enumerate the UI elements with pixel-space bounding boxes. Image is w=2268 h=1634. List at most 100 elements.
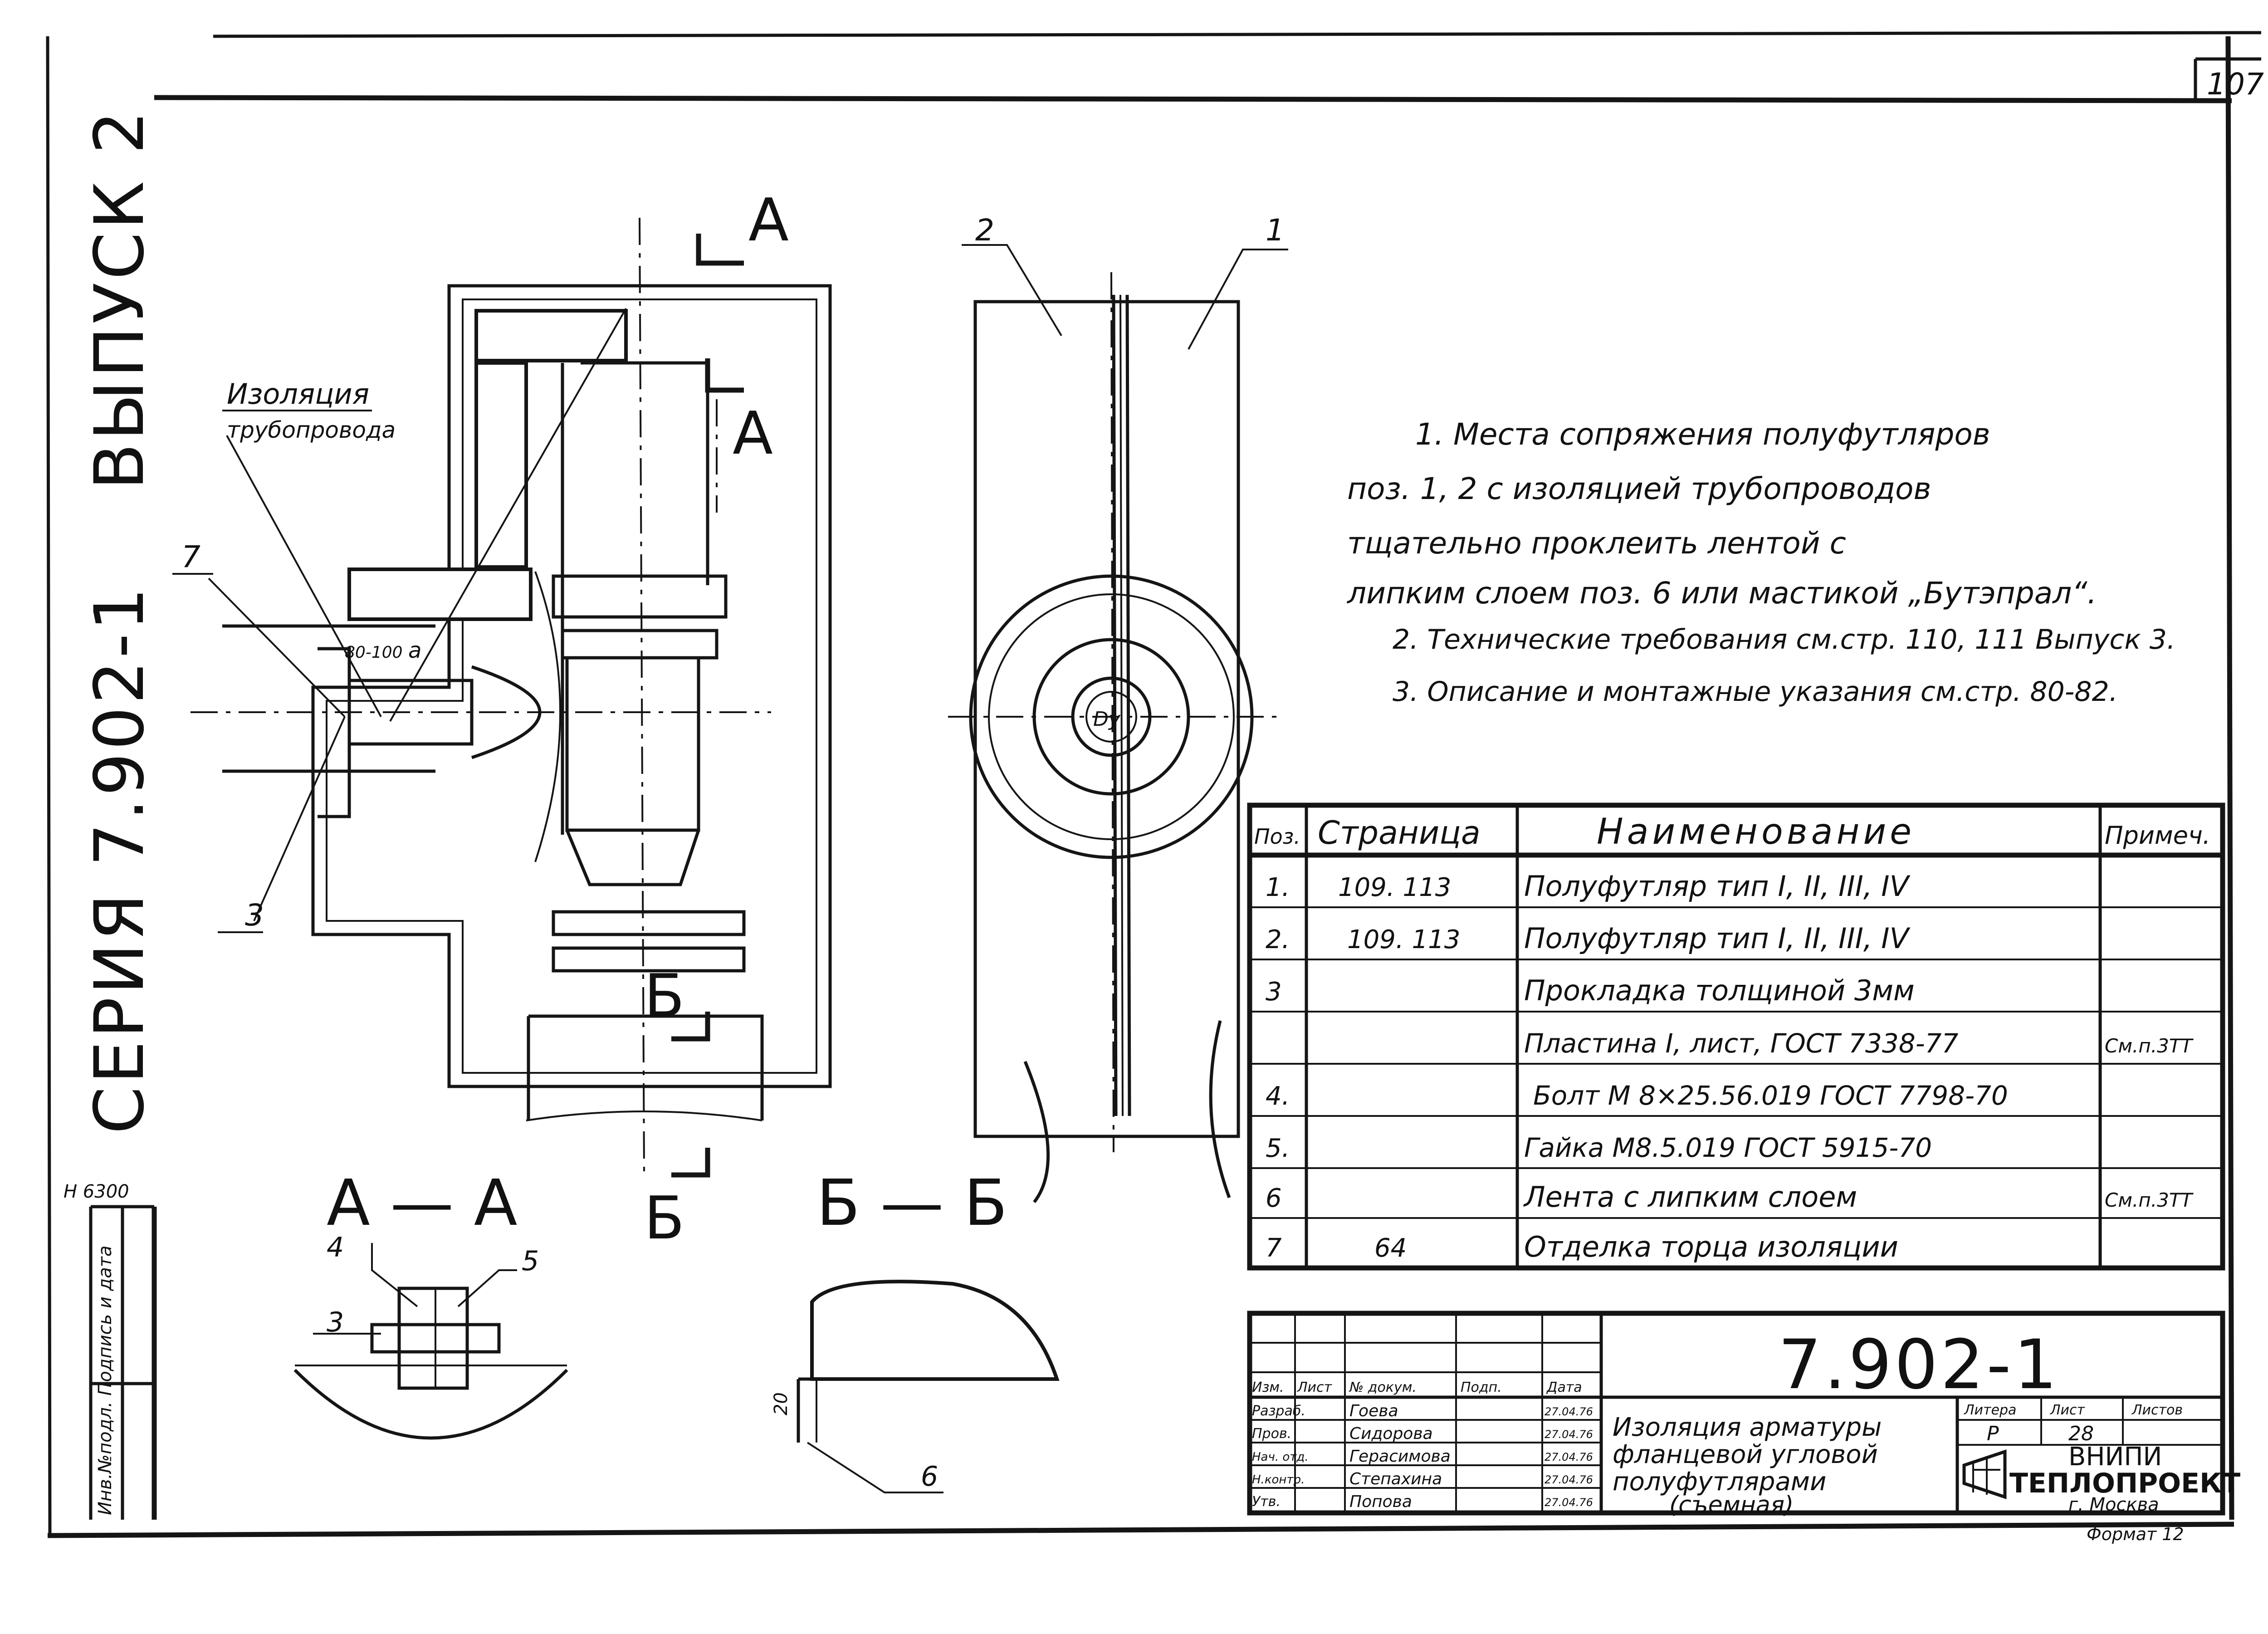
svg-text:Степахина: Степахина <box>1349 1470 1442 1488</box>
svg-text:Болт М 8×25.56.019 ГОСТ 7798-7: Болт М 8×25.56.019 ГОСТ 7798-70 <box>1533 1080 2008 1111</box>
svg-text:2.: 2. <box>1266 925 1290 954</box>
svg-text:Н.контр.: Н.контр. <box>1252 1473 1305 1487</box>
position-7-label: 7 <box>181 539 200 574</box>
sheet-value: 28 <box>2068 1422 2094 1445</box>
svg-text:См.п.3ТТ: См.п.3ТТ <box>2105 1035 2194 1057</box>
table-row: 1. 109. 113 Полуфутляр тип I, II, III, I… <box>1266 870 1911 903</box>
position-3-label-section: 3 <box>327 1306 344 1338</box>
tb-header-izm: Изм. <box>1252 1380 1284 1395</box>
svg-text:1.: 1. <box>1266 873 1290 902</box>
position-5-label: 5 <box>522 1245 539 1277</box>
side-strip: СЕРИЯ 7.902-1 ВЫПУСК 2 Н 6300 Инв.№подл.… <box>64 108 159 1520</box>
org-logo-icon <box>1962 1449 2007 1499</box>
spec-header-pos: Поз. <box>1254 824 1300 849</box>
section-a-mark-top: А <box>748 186 789 254</box>
title-line-3: полуфутлярами <box>1613 1467 1826 1497</box>
dimension-a: а <box>408 638 421 663</box>
insulation-callout-line2: трубопровода <box>227 417 396 443</box>
svg-text:Гайка М8.5.019 ГОСТ 5915-70: Гайка М8.5.019 ГОСТ 5915-70 <box>1524 1132 1932 1163</box>
table-row: 3 Прокладка толщиной 3мм <box>1266 974 1915 1007</box>
staff-row: Утв. Попова 27.04.76 <box>1252 1492 1593 1511</box>
staff-row: Пров. Сидорова 27.04.76 <box>1252 1424 1593 1443</box>
svg-text:Нач. отд.: Нач. отд. <box>1252 1450 1309 1464</box>
note-line-5: 2. Технические требования см.стр. 110, 1… <box>1393 624 2175 656</box>
sheet-frame: 107 <box>46 31 2264 1538</box>
title-line-1: Изоляция арматуры <box>1613 1413 1882 1442</box>
svg-text:4.: 4. <box>1266 1081 1290 1111</box>
svg-text:27.04.76: 27.04.76 <box>1545 1473 1593 1486</box>
front-view: А А Б Б Изоляция трубопровода 7 3 80-100… <box>172 186 832 1252</box>
section-b-mark-bottom: Б <box>644 1184 684 1252</box>
position-4-label: 4 <box>327 1232 344 1263</box>
svg-text:3: 3 <box>1266 977 1282 1007</box>
svg-text:27.04.76: 27.04.76 <box>1545 1451 1593 1463</box>
table-row: 2. 109. 113 Полуфутляр тип I, II, III, I… <box>1266 922 1911 955</box>
sheets-label: Листов <box>2131 1402 2183 1418</box>
staff-row: Нач. отд. Герасимова 27.04.76 <box>1252 1447 1593 1466</box>
spec-header-name: Наименование <box>1597 812 1915 852</box>
sheet-number: 107 <box>2207 67 2264 102</box>
document-code: 7.902-1 <box>1778 1326 2060 1404</box>
svg-text:5.: 5. <box>1266 1134 1290 1163</box>
note-line-2: поз. 1, 2 с изоляцией трубопроводов <box>1347 471 1931 506</box>
svg-text:109. 113: 109. 113 <box>1338 873 1451 902</box>
dimension-20: 20 <box>771 1392 792 1415</box>
dimension-80-100: 80-100 <box>345 643 403 662</box>
svg-text:27.04.76: 27.04.76 <box>1545 1496 1593 1509</box>
position-2-label: 2 <box>975 213 994 248</box>
svg-text:109. 113: 109. 113 <box>1347 925 1460 954</box>
svg-text:Герасимова: Герасимова <box>1349 1447 1451 1466</box>
svg-text:Гоева: Гоева <box>1349 1402 1398 1420</box>
table-row: Пластина I, лист, ГОСТ 7338-77 См.п.3ТТ <box>1524 1028 2194 1059</box>
staff-row: Н.контр. Степахина 27.04.76 <box>1252 1470 1593 1488</box>
svg-text:Отделка торца изоляции: Отделка торца изоляции <box>1524 1230 1898 1263</box>
note-line-6: 3. Описание и монтажные указания см.стр.… <box>1393 676 2118 708</box>
specification-table: Поз. Страница Наименование Примеч. 1. 10… <box>1247 802 2225 1271</box>
tb-header-sign: Подп. <box>1461 1380 1502 1395</box>
title-line-4: (съемная) <box>1669 1492 1794 1519</box>
section-bb-title: Б — Б <box>816 1166 1007 1240</box>
svg-text:27.04.76: 27.04.76 <box>1545 1428 1593 1441</box>
spec-header-note: Примеч. <box>2105 821 2210 850</box>
title-line-2: фланцевой угловой <box>1613 1440 1878 1469</box>
svg-text:Пластина I, лист, ГОСТ 7338-77: Пластина I, лист, ГОСТ 7338-77 <box>1524 1028 1959 1059</box>
section-aa-view: А — А 4 5 3 <box>293 1166 568 1440</box>
note-line-4: липким слоем поз. 6 или мастикой „Бутэпр… <box>1346 576 2097 611</box>
side-view: 2 1 Dy <box>948 213 1288 1203</box>
nominal-diameter-label: Dy <box>1093 708 1121 731</box>
svg-text:Попова: Попова <box>1349 1492 1412 1511</box>
svg-text:7: 7 <box>1266 1233 1282 1263</box>
spec-header-page: Страница <box>1318 814 1481 851</box>
section-aa-title: А — А <box>327 1166 518 1240</box>
org-name-line-1: ВНИПИ <box>2068 1442 2162 1472</box>
svg-text:Полуфутляр тип I, II, III, IV: Полуфутляр тип I, II, III, IV <box>1524 870 1911 903</box>
insulation-callout-line1: Изоляция <box>227 377 369 411</box>
table-row: 4. Болт М 8×25.56.019 ГОСТ 7798-70 <box>1266 1080 2008 1111</box>
position-3-label-front: 3 <box>245 898 264 933</box>
svg-text:Разраб.: Разраб. <box>1252 1403 1305 1419</box>
table-row: 5. Гайка М8.5.019 ГОСТ 5915-70 <box>1266 1132 1932 1163</box>
svg-text:Утв.: Утв. <box>1252 1494 1281 1510</box>
table-row: 6 Лента с липким слоем См.п.3ТТ <box>1266 1180 2194 1213</box>
staff-row: Разраб. Гоева 27.04.76 <box>1252 1402 1593 1420</box>
org-name-line-2: ТЕПЛОПРОЕКТ <box>2009 1468 2240 1499</box>
tb-header-date: Дата <box>1546 1380 1582 1395</box>
title-block: Изм. Лист № докум. Подп. Дата Разраб. Го… <box>1247 1311 2240 1544</box>
svg-text:64: 64 <box>1374 1233 1407 1263</box>
position-6-label: 6 <box>921 1461 938 1492</box>
table-row: 7 64 Отделка торца изоляции <box>1266 1230 1898 1263</box>
signature-stamp-label: Инв.№подл. Подпись и дата <box>95 1245 116 1515</box>
tb-header-doc: № докум. <box>1349 1380 1417 1395</box>
litera-value: Р <box>1987 1422 1999 1445</box>
series-label: СЕРИЯ 7.902-1 <box>80 585 159 1134</box>
tb-header-list: Лист <box>1297 1380 1333 1395</box>
svg-text:Сидорова: Сидорова <box>1349 1424 1433 1443</box>
svg-text:6: 6 <box>1266 1184 1282 1213</box>
litera-label: Литера <box>1964 1402 2016 1418</box>
notes-block: 1. Места сопряжения полуфутляров поз. 1,… <box>1346 417 2175 708</box>
sheet-label: Лист <box>2050 1402 2086 1418</box>
svg-text:Пров.: Пров. <box>1252 1426 1291 1442</box>
note-line-3: тщательно проклеить лентой с <box>1347 526 1846 561</box>
svg-text:См.п.3ТТ: См.п.3ТТ <box>2105 1189 2194 1211</box>
